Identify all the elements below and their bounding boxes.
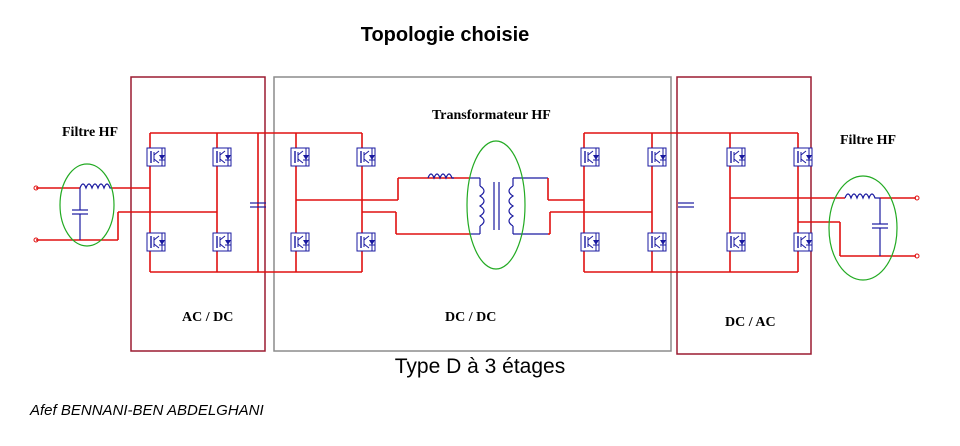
stage-ac-dc-box (130, 76, 266, 352)
transformer-highlight (466, 140, 526, 270)
stage-dc-dc-box (273, 76, 672, 352)
diagram-caption: Type D à 3 étages (394, 355, 566, 378)
dcdc-right-switches (580, 147, 667, 252)
label-filter-left: Filtre HF (62, 125, 119, 140)
right-filter-highlight (828, 175, 898, 281)
stage-dc-ac-box (676, 76, 812, 355)
left-filter-wires (36, 187, 217, 241)
dc-link-capacitor-1 (250, 202, 266, 208)
inverter-switches (726, 147, 813, 252)
author-credit: Afef BENNANI-BEN ABDELGHANI (30, 402, 264, 419)
inverter-wires (729, 132, 916, 273)
hf-transformer (470, 177, 548, 235)
dcdc-right-bridge-wires (547, 132, 730, 273)
dc-link-capacitor-2 (678, 202, 694, 208)
page-title: Topologie choisie (360, 24, 530, 46)
rectifier-switches (146, 147, 232, 252)
left-filter-highlight (59, 163, 115, 247)
dcdc-left-bridge-wires (295, 132, 470, 273)
label-stage-ac-dc: AC / DC (182, 310, 234, 325)
label-stage-dc-dc: DC / DC (445, 310, 497, 325)
label-filter-right: Filtre HF (840, 133, 897, 148)
label-transformer: Transformateur HF (432, 108, 551, 123)
label-stage-dc-ac: DC / AC (725, 315, 776, 330)
right-filter-components (844, 193, 888, 256)
series-inductor (427, 173, 454, 180)
left-filter-components (72, 183, 112, 240)
